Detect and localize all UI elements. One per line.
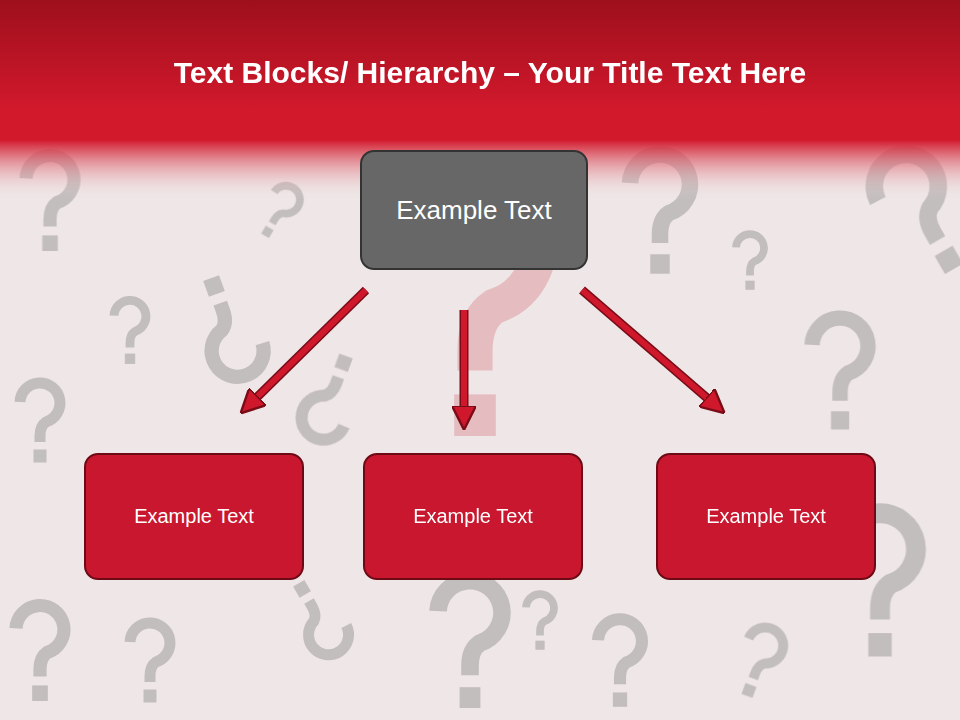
arrow-line <box>461 310 467 425</box>
child-box: Example Text <box>84 453 304 580</box>
box-text: Example Text <box>413 505 533 528</box>
arrow-connector <box>464 310 465 425</box>
arrow-line <box>244 290 366 410</box>
box-text: Example Text <box>706 505 826 528</box>
child-box: Example Text <box>363 453 583 580</box>
box-text: Example Text <box>396 195 552 226</box>
arrow-connector <box>244 290 366 410</box>
box-text: Example Text <box>134 505 254 528</box>
arrow-connector <box>582 290 721 410</box>
arrow-line <box>582 290 721 410</box>
child-box: Example Text <box>656 453 876 580</box>
parent-box: Example Text <box>360 150 588 270</box>
slide-title: Text Blocks/ Hierarchy – Your Title Text… <box>40 56 940 90</box>
